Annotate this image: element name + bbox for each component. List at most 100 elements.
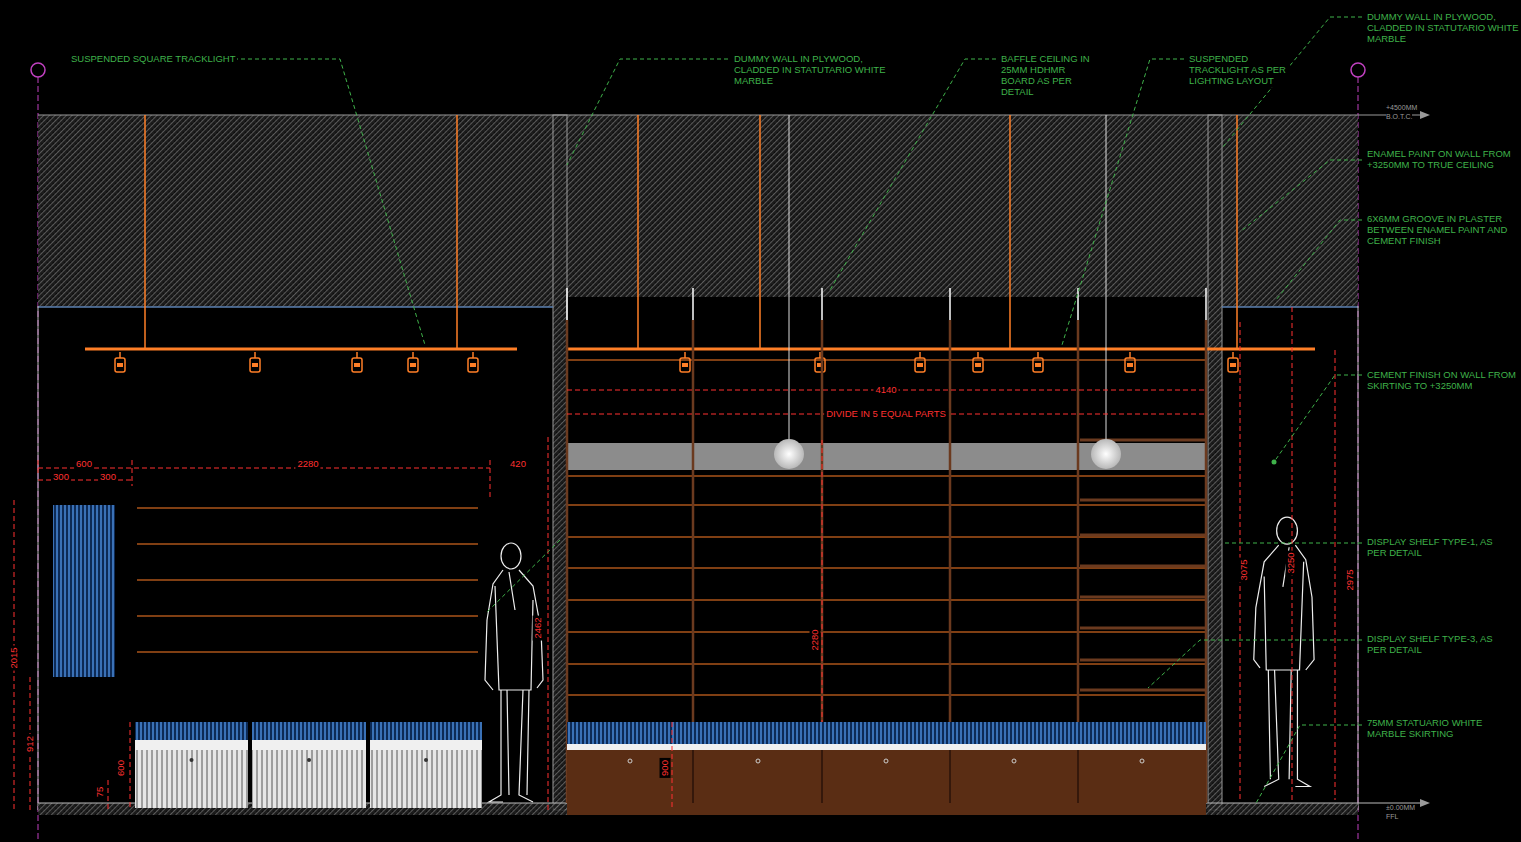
drawing-part — [250, 358, 260, 372]
drawing-part — [1254, 545, 1314, 786]
drawing-part — [819, 352, 821, 358]
drawing-part — [117, 363, 123, 367]
spotlight — [1125, 352, 1135, 372]
knob — [307, 758, 311, 762]
track-rod — [1009, 115, 1011, 349]
drawing-part — [352, 358, 362, 372]
level-text: FFL — [1386, 813, 1398, 821]
shelf — [567, 567, 1206, 568]
shelf-type-3 — [1080, 627, 1206, 630]
knob — [884, 759, 888, 763]
callout-note: DISPLAY SHELF TYPE-3, AS PER DETAIL — [1366, 634, 1498, 656]
spotlight — [973, 352, 983, 372]
dimension-text: 2975 — [1345, 567, 1356, 592]
leader-line — [227, 59, 425, 345]
dimension-line — [548, 437, 549, 810]
spotlight — [680, 352, 690, 372]
counter-top — [370, 722, 482, 740]
shelf-type-3 — [1080, 565, 1206, 568]
ceiling-hatch — [1222, 115, 1358, 307]
dimension-text: 3250 — [1286, 550, 1297, 575]
leader-line — [1255, 725, 1362, 805]
track — [567, 348, 1315, 351]
track-rod — [1236, 115, 1238, 349]
leader-line — [1062, 59, 1184, 345]
level-mark — [1420, 111, 1430, 119]
level-text: +4500MM — [1386, 104, 1417, 112]
leader-line — [830, 59, 996, 290]
counter-edge — [135, 740, 248, 750]
wall-section — [553, 115, 567, 810]
dimension-line — [822, 440, 823, 722]
drawing-part — [917, 363, 923, 367]
drawing-part — [1127, 363, 1133, 367]
human-figure — [1254, 517, 1314, 786]
spotlight — [468, 352, 478, 372]
dimension-text: 912 — [25, 734, 36, 754]
wall-section — [1208, 115, 1222, 810]
shelf — [567, 599, 1206, 600]
callout-note: BAFFLE CEILING IN 25MM HDHMR BOARD AS PE… — [1000, 54, 1097, 98]
leader-line — [1148, 640, 1362, 688]
shelf — [567, 663, 1206, 664]
level-mark — [1420, 799, 1430, 807]
drawing-part — [410, 363, 416, 367]
drawing-part — [1228, 358, 1238, 372]
ceiling-line — [38, 115, 1420, 116]
shelf — [567, 359, 1206, 360]
track-rod — [456, 115, 458, 349]
drawing-part — [472, 352, 474, 358]
ceiling-hatch — [567, 115, 1208, 297]
counter-body — [135, 750, 248, 808]
callout-note: DISPLAY SHELF TYPE-1, AS PER DETAIL — [1366, 537, 1498, 559]
counter-body — [252, 750, 366, 808]
callout-note: DUMMY WALL IN PLYWOOD, CLADDED IN STATUT… — [1366, 12, 1520, 45]
shelf — [567, 536, 1206, 537]
upright-top — [1077, 288, 1079, 320]
wall-shelf — [137, 579, 478, 580]
drawing-part — [975, 363, 981, 367]
drawing-part — [1035, 363, 1041, 367]
spotlight — [408, 352, 418, 372]
spotlight — [1228, 352, 1238, 372]
upright-top — [821, 288, 823, 320]
counter-top — [135, 722, 248, 740]
upright-top — [1205, 288, 1207, 320]
cabinet-divider — [949, 750, 951, 803]
spotlight — [1033, 352, 1043, 372]
spotlight — [115, 352, 125, 372]
display-panel — [53, 505, 115, 677]
dimension-line — [38, 468, 490, 469]
spotlight — [352, 352, 362, 372]
cabinet-base — [567, 803, 1206, 815]
knob — [190, 758, 194, 762]
callout-note: 75MM STATUARIO WHITE MARBLE SKIRTING — [1366, 718, 1498, 740]
drawing-part — [119, 352, 121, 358]
dimension-line — [1335, 350, 1336, 800]
drawing-part — [1230, 363, 1236, 367]
drawing-part — [412, 352, 414, 358]
shelf — [567, 504, 1206, 505]
cabinet-divider — [692, 750, 694, 803]
shelf — [567, 475, 1206, 476]
dimension-text: 2280 — [295, 459, 320, 470]
drawing-part — [468, 358, 478, 372]
dimension-line — [672, 722, 673, 810]
drawing-part — [254, 352, 256, 358]
upright-top — [692, 288, 694, 320]
counter-edge — [370, 740, 482, 750]
leader-line — [487, 540, 560, 612]
dimension-text: 300 — [98, 472, 118, 483]
shelf-type-3 — [1080, 689, 1206, 692]
grid-bubble — [31, 63, 45, 77]
dimension-text: 300 — [51, 472, 71, 483]
dimension-line — [132, 460, 133, 486]
pendant-light — [774, 439, 804, 469]
wall-shelf — [137, 615, 478, 616]
level-text: B.O.T.C. — [1386, 113, 1412, 121]
drawing-part — [470, 363, 476, 367]
drawing-part — [1037, 352, 1039, 358]
drawing-part — [115, 358, 125, 372]
